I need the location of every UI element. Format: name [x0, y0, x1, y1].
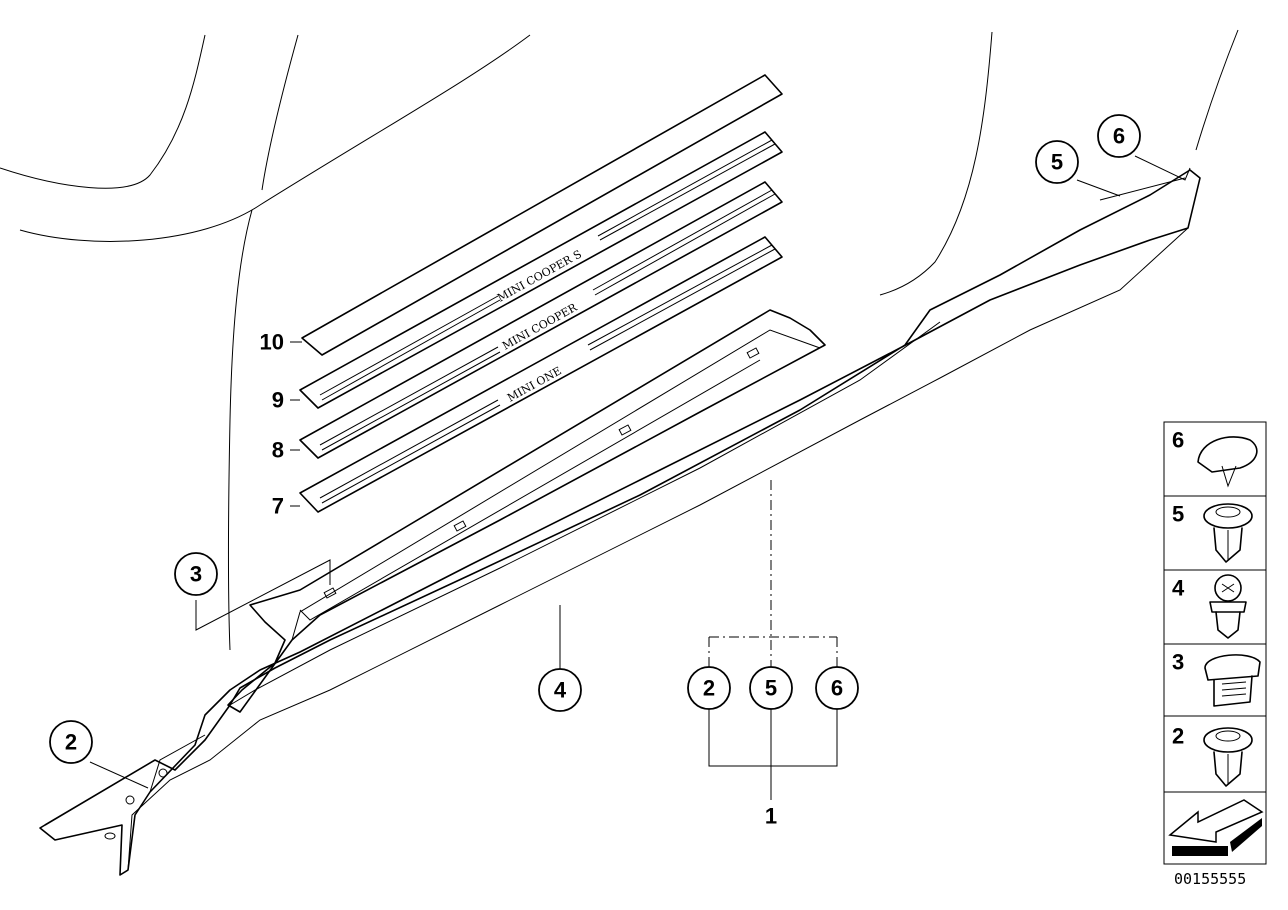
- fastener-legend: 6 5 4 3 2: [1163, 421, 1267, 865]
- diagram-code: 00155555: [1174, 870, 1246, 888]
- entrance-strip-10: [301, 74, 783, 356]
- callout-2-group: 2: [687, 666, 731, 710]
- arrow-left-icon: [1168, 799, 1264, 856]
- part-label-8: 8: [272, 438, 284, 463]
- screw-nut-clip-icon: [1209, 574, 1247, 639]
- leader-lines: [89, 155, 1191, 800]
- legend-number-4: 4: [1172, 576, 1185, 601]
- strip-labels: 10 9 8 7: [260, 330, 302, 519]
- legend-number-3: 3: [1172, 650, 1184, 675]
- entrance-strip-8: MINI COOPER: [299, 181, 783, 459]
- sill-text-cooper-s: MINI COOPER S: [495, 248, 584, 305]
- expanding-rivet-icon: [1203, 503, 1253, 563]
- callout-6-top: 6: [1097, 114, 1141, 158]
- callout-5-group: 5: [749, 666, 793, 710]
- svg-text:2: 2: [65, 730, 77, 755]
- part-label-7: 7: [272, 494, 284, 519]
- svg-text:5: 5: [765, 676, 777, 701]
- svg-text:2: 2: [703, 676, 715, 701]
- svg-text:3: 3: [190, 562, 202, 587]
- car-body-outline: [0, 29, 1239, 651]
- svg-text:6: 6: [831, 676, 843, 701]
- callout-5-top: 5: [1035, 140, 1079, 184]
- svg-text:4: 4: [554, 678, 567, 703]
- callout-6-group: 6: [815, 666, 859, 710]
- part-label-9: 9: [272, 388, 284, 413]
- clip-cap-icon: [1197, 436, 1258, 488]
- legend-number-6: 6: [1172, 428, 1184, 453]
- assembly-label-1: 1: [765, 804, 777, 829]
- svg-text:6: 6: [1113, 124, 1125, 149]
- push-clip-icon: [1204, 654, 1261, 707]
- sill-text-one: MINI ONE: [505, 364, 564, 404]
- legend-number-5: 5: [1172, 502, 1184, 527]
- expanding-rivet-icon: [1203, 727, 1253, 787]
- svg-text:5: 5: [1051, 150, 1063, 175]
- callout-2-left: 2: [49, 720, 93, 764]
- side-sill-panel: [39, 169, 1201, 876]
- inner-sill-trim: [227, 309, 826, 713]
- callout-3: 3: [174, 552, 218, 596]
- part-label-10: 10: [260, 330, 284, 355]
- callout-4: 4: [538, 668, 582, 712]
- legend-number-2: 2: [1172, 724, 1184, 749]
